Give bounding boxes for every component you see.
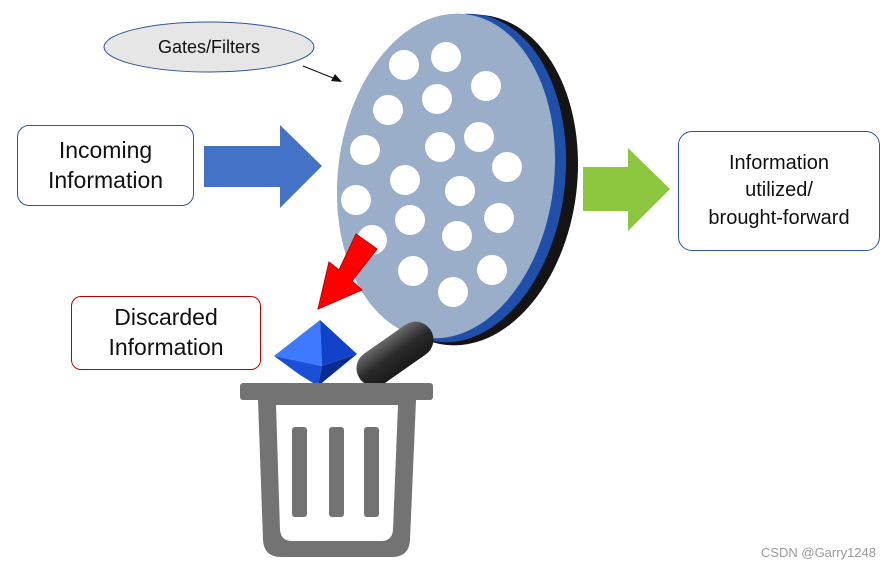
callout-pointer-line xyxy=(302,65,339,81)
incoming-information-text: Incoming Information xyxy=(47,136,164,193)
trash-bin-slat xyxy=(329,427,344,517)
discarded-capsule-shape xyxy=(356,321,434,387)
incoming-arrow xyxy=(204,125,322,208)
information-utilized-box: Information utilized/ brought-forward xyxy=(678,131,880,251)
filter-hole xyxy=(398,256,428,286)
filter-hole xyxy=(395,205,425,235)
filter-hole xyxy=(390,165,420,195)
callout-pointer-arrowhead xyxy=(331,74,342,82)
trash-bin-slat xyxy=(292,427,307,517)
watermark: CSDN @Garry1248 xyxy=(760,545,876,560)
filter-hole xyxy=(389,50,419,80)
information-utilized-text: Information utilized/ brought-forward xyxy=(708,151,850,229)
filter-hole xyxy=(438,277,468,307)
filter-holes xyxy=(341,42,522,307)
filter-hole xyxy=(350,135,380,165)
filter-hole xyxy=(442,221,472,251)
filter-disc-face xyxy=(336,13,556,339)
discard-arrow xyxy=(317,233,378,310)
filter-hole xyxy=(425,132,455,162)
trash-bin-icon xyxy=(240,383,433,557)
filter-hole xyxy=(492,152,522,182)
filter-hole xyxy=(422,84,452,114)
filter-hole xyxy=(373,95,403,125)
filter-hole xyxy=(464,122,494,152)
gates-filters-label: Gates/Filters xyxy=(104,22,314,72)
output-arrow xyxy=(583,148,670,231)
trash-bin-lid xyxy=(240,383,433,400)
discarded-gem-shape xyxy=(274,320,357,386)
filter-hole xyxy=(471,71,501,101)
gates-callout-ellipse xyxy=(103,21,315,73)
discarded-information-box: Discarded Information xyxy=(71,296,261,370)
filter-hole xyxy=(484,203,514,233)
filter-hole xyxy=(431,42,461,72)
discarded-information-text: Discarded Information xyxy=(108,304,224,360)
incoming-information-box: Incoming Information xyxy=(17,125,194,206)
filter-disc xyxy=(336,13,578,346)
filter-hole xyxy=(341,185,371,215)
gates-filters-text: Gates/Filters xyxy=(157,36,261,57)
filter-hole xyxy=(445,176,475,206)
trash-bin-slat xyxy=(364,427,379,517)
filter-hole xyxy=(477,255,507,285)
